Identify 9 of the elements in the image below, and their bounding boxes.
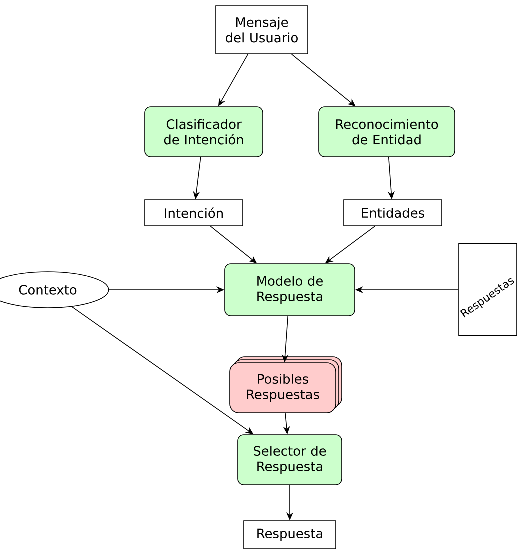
document-stack: Posibles Respuestas xyxy=(230,356,342,414)
process-box: Modelo de Respuesta xyxy=(224,264,356,316)
message-box: Mensaje del Usuario xyxy=(216,6,308,54)
data-box: Entidades xyxy=(344,200,442,226)
process-box: Clasificador de Intención xyxy=(144,106,264,158)
process-box: Reconocimiento de Entidad xyxy=(318,106,456,158)
data-box: Intención xyxy=(144,200,244,226)
output-box: Respuesta xyxy=(244,520,336,550)
process-box: Selector de Respuesta xyxy=(238,434,342,486)
